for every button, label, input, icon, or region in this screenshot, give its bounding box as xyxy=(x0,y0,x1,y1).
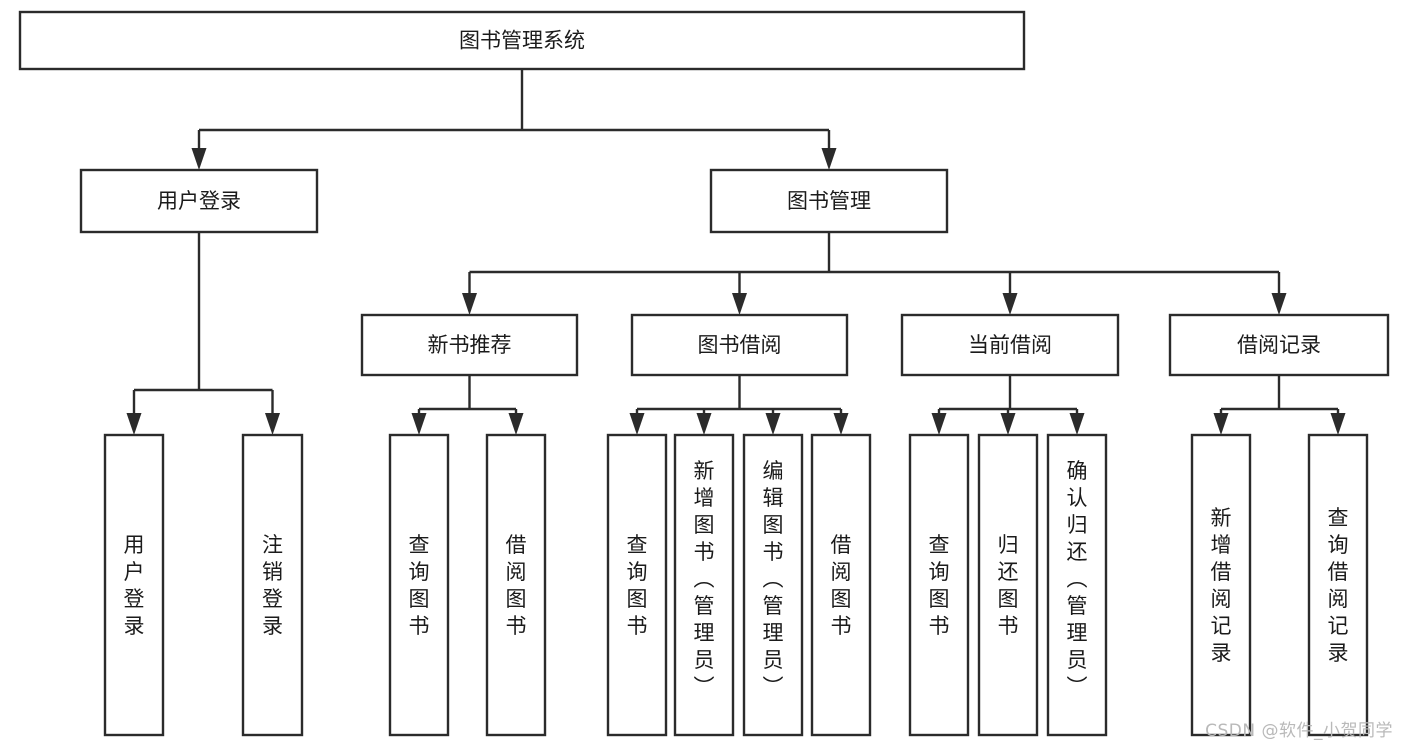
edge-group xyxy=(931,375,1085,435)
node-box[interactable] xyxy=(79,168,319,234)
node-label: 借阅图书 xyxy=(506,533,527,638)
node-leaf-当前借阅-查询图书[interactable]: 查询图书 xyxy=(908,433,970,737)
node-leaf-新书推荐-查询图书[interactable]: 查询图书 xyxy=(388,433,450,737)
node-l3-新书推荐[interactable]: 新书推荐 xyxy=(360,313,579,377)
node-leaf-图书借阅-新增图书（管理员）[interactable]: 新增图书︵管理员︶ xyxy=(673,433,735,737)
node-box[interactable] xyxy=(673,433,735,737)
node-label: 图书管理系统 xyxy=(459,29,585,53)
arrow-head-icon xyxy=(462,293,477,315)
arrow-head-icon xyxy=(1271,293,1287,315)
edge-group xyxy=(1213,375,1346,435)
node-leaf-新书推荐-借阅图书[interactable]: 借阅图书 xyxy=(485,433,547,737)
node-l3-借阅记录[interactable]: 借阅记录 xyxy=(1168,313,1390,377)
node-box[interactable] xyxy=(900,313,1120,377)
node-box[interactable] xyxy=(709,168,949,234)
node-box[interactable] xyxy=(1190,433,1252,737)
node-box[interactable] xyxy=(630,313,849,377)
node-box[interactable] xyxy=(1046,433,1108,737)
node-leaf-当前借阅-确认归还（管理员）[interactable]: 确认归还︵管理员︶ xyxy=(1046,433,1108,737)
node-leaf-图书借阅-编辑图书（管理员）[interactable]: 编辑图书︵管理员︶ xyxy=(742,433,804,737)
node-label: 当前借阅 xyxy=(968,333,1052,357)
node-label: 查询图书 xyxy=(627,533,648,638)
node-label: 编辑图书︵管理员︶ xyxy=(763,459,784,699)
node-label: 查询借阅记录 xyxy=(1328,506,1349,665)
arrow-head-icon xyxy=(411,413,427,435)
arrow-head-icon xyxy=(508,413,524,435)
node-label: 确认归还︵管理员︶ xyxy=(1067,459,1088,699)
node-box[interactable] xyxy=(908,433,970,737)
node-label: 用户登录 xyxy=(157,189,241,213)
node-box[interactable] xyxy=(977,433,1039,737)
edge-group xyxy=(629,375,849,435)
node-leaf-用户登录-注销登录[interactable]: 注销登录 xyxy=(241,433,304,737)
node-label: 新书推荐 xyxy=(428,333,512,357)
node-box[interactable] xyxy=(241,433,304,737)
node-box[interactable] xyxy=(103,433,165,737)
node-leaf-图书借阅-查询图书[interactable]: 查询图书 xyxy=(606,433,668,737)
node-label: 注销登录 xyxy=(262,533,283,638)
arrow-head-icon xyxy=(265,413,280,435)
node-root-图书管理系统[interactable]: 图书管理系统 xyxy=(18,10,1026,71)
node-box[interactable] xyxy=(388,433,450,737)
node-label: 图书管理 xyxy=(787,189,871,213)
arrow-head-icon xyxy=(833,413,849,435)
arrow-head-icon xyxy=(696,413,712,435)
node-label: 图书借阅 xyxy=(698,333,782,357)
node-box[interactable] xyxy=(485,433,547,737)
node-label: 归还图书 xyxy=(998,533,1019,638)
arrow-head-icon xyxy=(1002,293,1018,315)
node-box[interactable] xyxy=(360,313,579,377)
arrow-head-icon xyxy=(1330,413,1346,435)
node-leaf-借阅记录-查询借阅记录[interactable]: 查询借阅记录 xyxy=(1307,433,1369,737)
node-leaf-图书借阅-借阅图书[interactable]: 借阅图书 xyxy=(810,433,872,737)
arrow-head-icon xyxy=(1213,413,1229,435)
arrow-head-icon xyxy=(821,148,837,170)
arrow-head-icon xyxy=(1000,413,1016,435)
node-label: 查询图书 xyxy=(929,533,950,638)
node-l2-用户登录[interactable]: 用户登录 xyxy=(79,168,319,234)
node-box[interactable] xyxy=(1168,313,1390,377)
node-label: 借阅图书 xyxy=(831,533,852,638)
node-l3-当前借阅[interactable]: 当前借阅 xyxy=(900,313,1120,377)
node-label: 新增借阅记录 xyxy=(1211,506,1232,665)
arrow-head-icon xyxy=(732,293,747,315)
edges-layer xyxy=(126,69,1346,435)
node-l2-图书管理[interactable]: 图书管理 xyxy=(709,168,949,234)
node-box[interactable] xyxy=(742,433,804,737)
node-label: 查询图书 xyxy=(409,533,430,638)
node-label: 借阅记录 xyxy=(1237,333,1321,357)
arrow-head-icon xyxy=(931,413,947,435)
arrow-head-icon xyxy=(1069,413,1085,435)
edge-group xyxy=(411,375,524,435)
node-box[interactable] xyxy=(810,433,872,737)
node-l3-图书借阅[interactable]: 图书借阅 xyxy=(630,313,849,377)
edge-group xyxy=(126,232,280,435)
node-leaf-当前借阅-归还图书[interactable]: 归还图书 xyxy=(977,433,1039,737)
node-leaf-借阅记录-新增借阅记录[interactable]: 新增借阅记录 xyxy=(1190,433,1252,737)
edge-group xyxy=(191,69,837,170)
nodes-layer: 图书管理系统用户登录图书管理新书推荐图书借阅当前借阅借阅记录用户登录注销登录查询… xyxy=(18,10,1390,737)
arrow-head-icon xyxy=(126,413,142,435)
node-leaf-用户登录-用户登录[interactable]: 用户登录 xyxy=(103,433,165,737)
node-label: 新增图书︵管理员︶ xyxy=(694,459,715,699)
edge-group xyxy=(462,232,1287,315)
arrow-head-icon xyxy=(765,413,781,435)
node-box[interactable] xyxy=(18,10,1026,71)
arrow-head-icon xyxy=(191,148,207,170)
node-box[interactable] xyxy=(606,433,668,737)
node-label: 用户登录 xyxy=(124,533,145,638)
arrow-head-icon xyxy=(629,413,645,435)
node-box[interactable] xyxy=(1307,433,1369,737)
